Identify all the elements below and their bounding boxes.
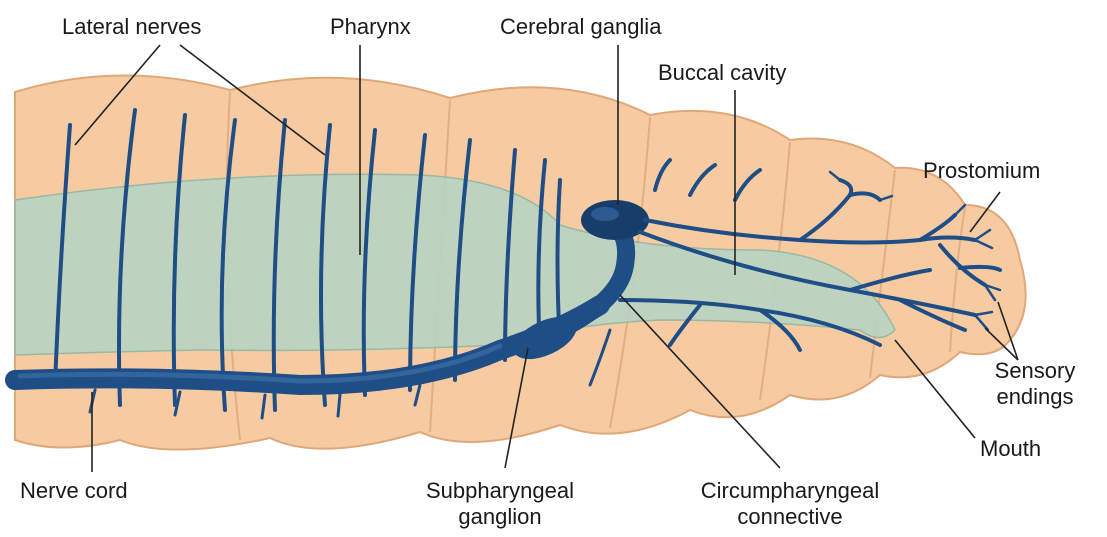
label-prostomium: Prostomium xyxy=(923,158,1040,184)
label-lateral-nerves: Lateral nerves xyxy=(62,14,201,40)
label-circumpharyngeal-line1: Circumpharyngeal xyxy=(660,478,920,504)
label-circumpharyngeal-line2: connective xyxy=(660,504,920,530)
label-nerve-cord: Nerve cord xyxy=(20,478,128,504)
label-mouth: Mouth xyxy=(980,436,1041,462)
label-subpharyngeal-line2: ganglion xyxy=(390,504,610,530)
label-cerebral-ganglia: Cerebral ganglia xyxy=(500,14,661,40)
label-buccal-cavity: Buccal cavity xyxy=(658,60,786,86)
label-sensory-endings-line1: Sensory xyxy=(980,358,1090,384)
cerebral-ganglia xyxy=(581,200,649,240)
label-sensory-endings-line2: endings xyxy=(980,384,1090,410)
label-pharynx: Pharynx xyxy=(330,14,411,40)
cerebral-ganglia-highlight xyxy=(591,207,619,221)
label-subpharyngeal-line1: Subpharyngeal xyxy=(390,478,610,504)
